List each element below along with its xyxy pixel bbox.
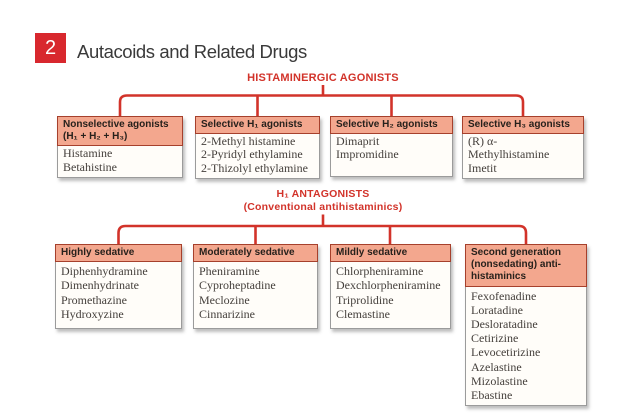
drug-name: Hydroxyzine bbox=[61, 306, 124, 321]
drug-name: 2-Methyl histamine bbox=[201, 134, 296, 149]
drug-name: Meclozine bbox=[199, 292, 250, 307]
box-second-generation: Second generation (nonsedating) anti- hi… bbox=[465, 244, 587, 407]
drug-name: Dexchlorpheniramine bbox=[336, 278, 441, 293]
drug-name: Pheniramine bbox=[199, 264, 260, 279]
drug-name: Ebastine bbox=[471, 388, 513, 403]
drug-name: Desloratadine bbox=[471, 317, 538, 332]
antagonists-section-title: H₁ ANTAGONISTS bbox=[276, 188, 370, 200]
box-title: Moderately sedative bbox=[193, 244, 318, 263]
antagonists-section-subtitle: (Conventional antihistaminics) bbox=[243, 201, 403, 213]
drug-name: Triprolidine bbox=[336, 292, 394, 307]
drug-name: Cetirizine bbox=[471, 331, 519, 346]
box-nonselective-agonists: Nonselective agonists (H₁ + H₂ + H₃) His… bbox=[57, 116, 183, 178]
box-title: Selective H₁ agonists bbox=[195, 116, 320, 135]
drug-name: Histamine bbox=[63, 146, 113, 161]
chapter-number-badge: 2 bbox=[35, 33, 66, 63]
drug-name: Dimenhydrinate bbox=[61, 278, 139, 293]
box-title: Highly sedative bbox=[55, 244, 182, 263]
drug-name: Mizolastine bbox=[471, 373, 528, 388]
drug-name: Betahistine bbox=[63, 159, 117, 174]
drug-name: Cinnarizine bbox=[199, 306, 255, 321]
drug-name: Impromidine bbox=[336, 147, 399, 162]
page-title: Autacoids and Related Drugs bbox=[77, 41, 307, 62]
drug-name: Levocetirizine bbox=[471, 345, 541, 360]
drug-name: Cyproheptadine bbox=[199, 278, 276, 293]
drug-name: 2-Thizolyl ethylamine bbox=[201, 160, 308, 175]
drug-name: Loratadine bbox=[471, 302, 523, 317]
drug-name: Imetit bbox=[468, 160, 497, 175]
drug-name: Fexofenadine bbox=[471, 288, 537, 303]
box-title: Selective H₂ agonists bbox=[330, 116, 453, 135]
box-selective-h1-agonists: Selective H₁ agonists 2-Methyl histamine… bbox=[195, 116, 320, 179]
drug-name: Azelastine bbox=[471, 359, 522, 374]
box-title: Nonselective agonists (H₁ + H₂ + H₃) bbox=[57, 116, 183, 147]
box-title: Selective H₃ agonists bbox=[462, 116, 584, 135]
box-selective-h3-agonists: Selective H₃ agonists (R) α-Methylhistam… bbox=[462, 116, 584, 179]
drug-name: Clemastine bbox=[336, 306, 390, 321]
drug-name: Diphenhydramine bbox=[61, 264, 148, 279]
drug-name: (R) α-Methylhistamine bbox=[468, 134, 550, 162]
box-title: Second generation (nonsedating) anti- hi… bbox=[465, 244, 587, 287]
agonists-section-title: HISTAMINERGIC AGONISTS bbox=[247, 72, 399, 84]
drug-name: 2-Pyridyl ethylamine bbox=[201, 147, 303, 162]
drug-name: Chlorpheniramine bbox=[336, 264, 424, 279]
drug-name: Promethazine bbox=[61, 292, 127, 307]
drug-name: Dimaprit bbox=[336, 134, 380, 149]
box-title: Mildly sedative bbox=[330, 244, 451, 263]
